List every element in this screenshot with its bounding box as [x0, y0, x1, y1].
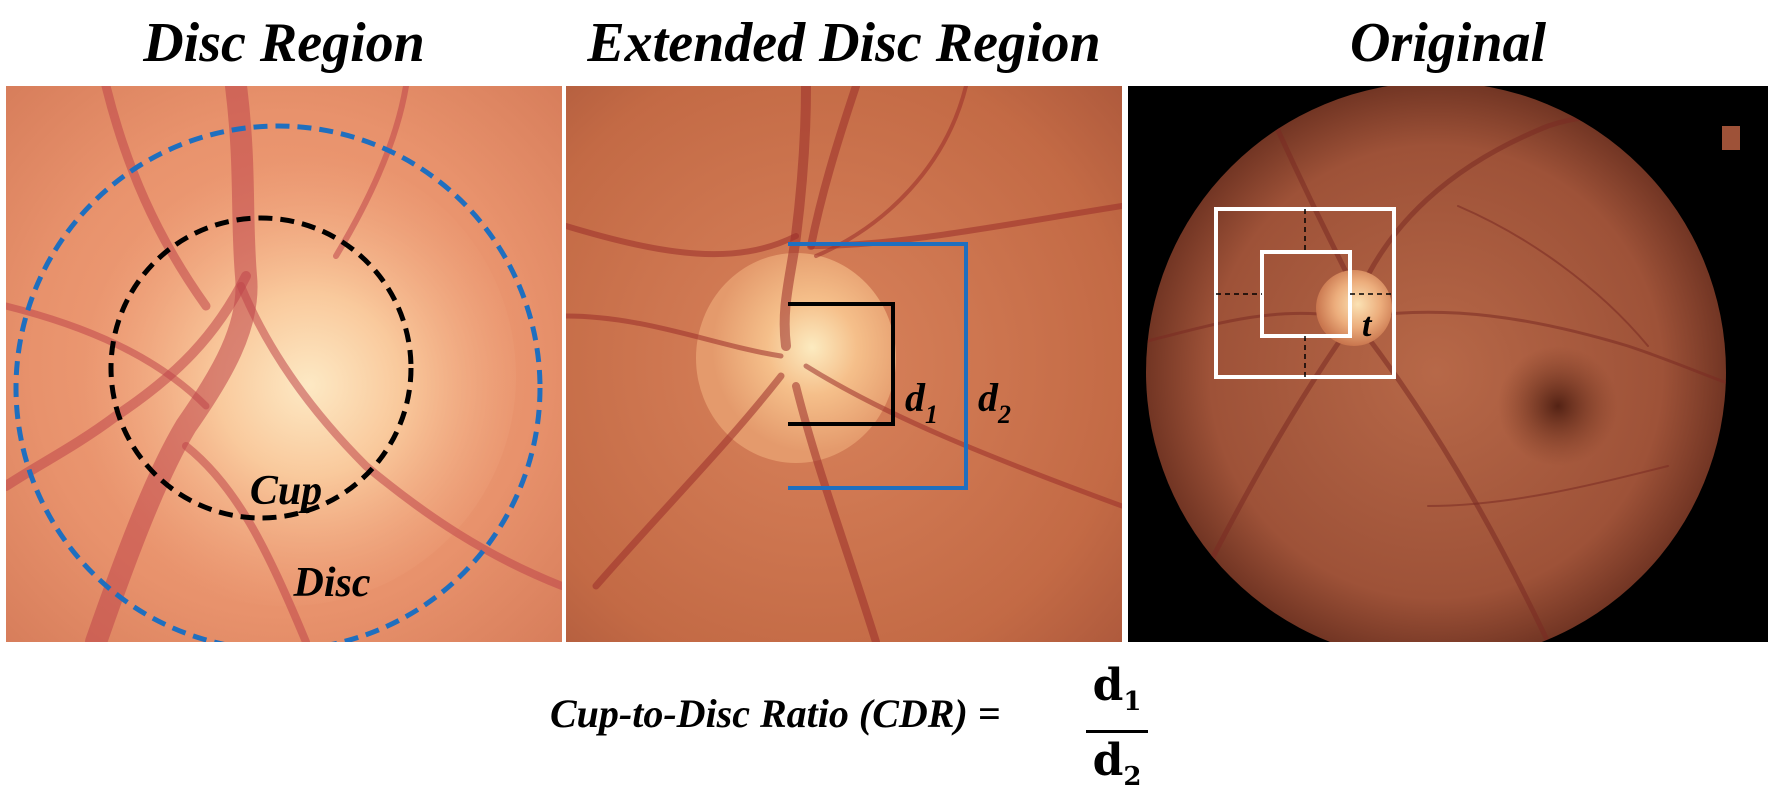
cdr-fraction: d1 d2	[1082, 660, 1152, 803]
original-title: Original	[1349, 12, 1547, 74]
original-panel: t	[1128, 86, 1768, 642]
cdr-formula: Cup-to-Disc Ratio (CDR) = d1 d2	[540, 660, 1240, 792]
cup-bracket	[788, 302, 895, 426]
cup-outline	[108, 215, 414, 521]
disc-region-panel: Cup Disc	[6, 86, 562, 642]
disc-label: Disc	[293, 560, 371, 606]
fraction-bar	[1086, 729, 1148, 733]
crosshair-lines	[1216, 209, 1394, 377]
disc-outline	[13, 123, 543, 642]
disc-region-title: Disc Region	[143, 12, 425, 74]
extended-disc-region-panel: d1 d2	[566, 86, 1122, 642]
original-fundus-image: t	[1128, 86, 1768, 642]
extended-disc-region-image: d1 d2	[566, 86, 1122, 642]
disc-bracket	[788, 242, 968, 490]
disc-region-image: Cup Disc	[6, 86, 562, 642]
fraction-denominator: d2	[1092, 734, 1142, 792]
t-label: t	[1362, 307, 1373, 344]
d1-label: d1	[905, 375, 938, 429]
fraction-numerator: d1	[1092, 660, 1142, 717]
cdr-formula-label: Cup-to-Disc Ratio (CDR) =	[550, 691, 1001, 736]
cup-label: Cup	[250, 468, 322, 514]
extended-disc-region-title: Extended Disc Region	[587, 12, 1101, 74]
d2-label: d2	[978, 375, 1011, 429]
